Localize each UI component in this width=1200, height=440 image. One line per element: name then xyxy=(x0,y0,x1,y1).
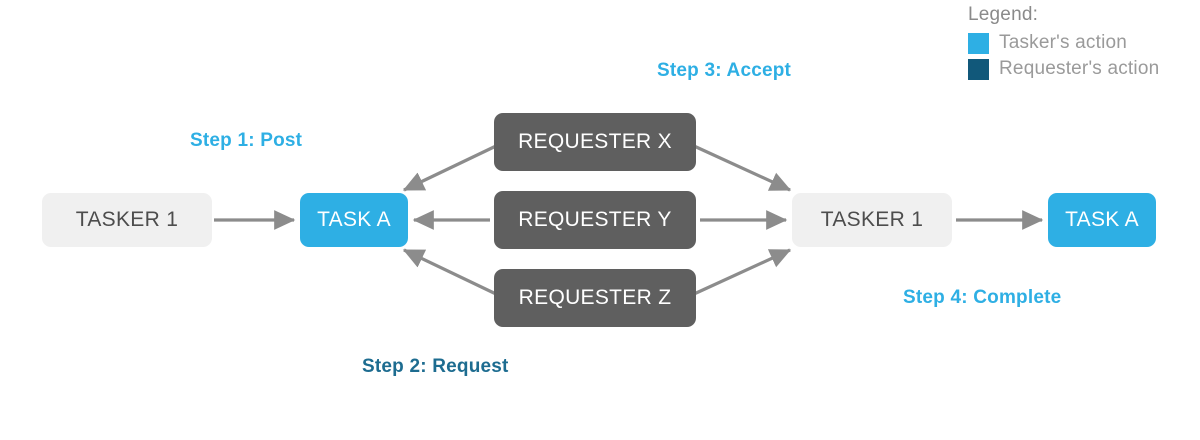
node-requester-y[interactable]: REQUESTER Y xyxy=(494,191,696,249)
legend: Legend: Tasker's action Requester's acti… xyxy=(968,4,1194,80)
node-tasker-1-right[interactable]: TASKER 1 xyxy=(792,193,952,247)
node-label: TASK A xyxy=(1065,208,1139,231)
node-label: TASK A xyxy=(317,208,391,231)
legend-swatch-icon xyxy=(968,58,989,80)
node-label: REQUESTER Z xyxy=(518,286,672,309)
legend-item-tasker-action: Tasker's action xyxy=(968,32,1194,54)
legend-item-requester-action: Requester's action xyxy=(968,58,1194,80)
node-label: TASKER 1 xyxy=(75,208,179,231)
step-label-1: Step 1: Post xyxy=(190,130,303,151)
node-label: REQUESTER Y xyxy=(518,208,672,231)
node-task-a-right[interactable]: TASK A xyxy=(1048,193,1156,247)
arrow-requester-z-to-task-a xyxy=(402,248,497,296)
legend-item-label: Requester's action xyxy=(999,58,1160,79)
node-requester-z[interactable]: REQUESTER Z xyxy=(494,269,696,327)
node-label: TASKER 1 xyxy=(820,208,924,231)
node-requester-x[interactable]: REQUESTER X xyxy=(494,113,696,171)
node-task-a-left[interactable]: TASK A xyxy=(300,193,408,247)
arrow-requester-z-to-tasker-right xyxy=(693,248,792,296)
legend-swatch-icon xyxy=(968,32,989,54)
node-tasker-1-left[interactable]: TASKER 1 xyxy=(42,193,212,247)
node-label: REQUESTER X xyxy=(518,130,672,153)
arrow-requester-x-to-tasker-right xyxy=(693,144,792,192)
arrow-requester-x-to-task-a xyxy=(402,144,497,192)
step-label-2: Step 2: Request xyxy=(362,356,509,377)
legend-item-label: Tasker's action xyxy=(999,32,1128,53)
step-label-3: Step 3: Accept xyxy=(657,60,792,81)
step-label-4: Step 4: Complete xyxy=(903,287,1062,308)
legend-title: Legend: xyxy=(968,4,1039,25)
